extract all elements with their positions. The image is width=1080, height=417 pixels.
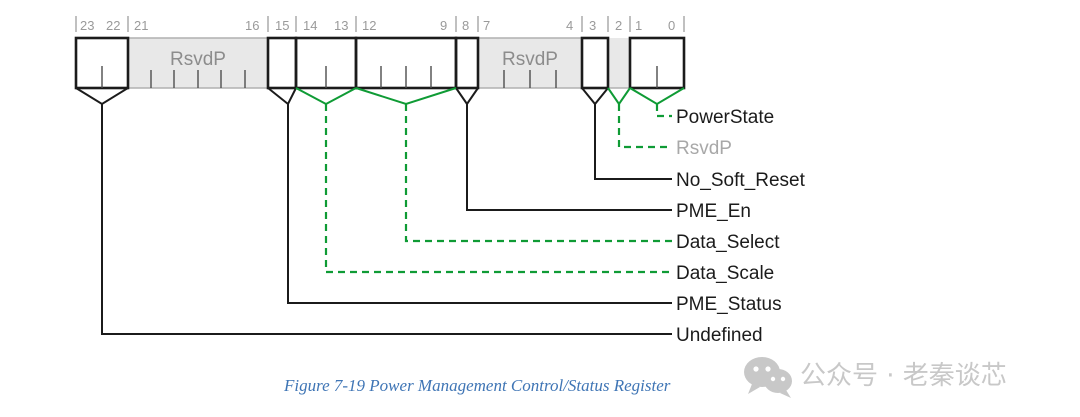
bracket-power-state (629, 87, 685, 106)
bit-number-1: 1 (635, 18, 642, 33)
bit-number-row: 23 22 21 16 15 14 13 12 9 8 7 4 3 2 1 0 (75, 16, 685, 33)
leader-pme-en (466, 104, 672, 211)
bit-number-7: 7 (483, 18, 490, 33)
bracket-undefined (75, 87, 129, 106)
bit-number-9: 9 (440, 18, 447, 33)
watermark: 公众号 · 老秦谈芯 (744, 357, 1007, 398)
callout-labels: PowerState RsvdP No_Soft_Reset PME_En Da… (676, 107, 806, 346)
leader-rsvdp-bit2 (617, 104, 672, 149)
callout-label-pme-en: PME_En (676, 201, 751, 222)
callout-label-pme-status: PME_Status (676, 294, 782, 315)
bit-number-15: 15 (275, 18, 289, 33)
callout-label-undefined: Undefined (676, 325, 763, 346)
leader-power-state (655, 104, 672, 118)
bracket-rsvdp-bit2 (607, 87, 631, 106)
bit-number-14: 14 (303, 18, 317, 33)
callout-label-data-scale: Data_Scale (676, 263, 774, 284)
bit-number-3: 3 (589, 18, 596, 33)
bit-number-2: 2 (615, 18, 622, 33)
figure-caption: Figure 7-19 Power Management Control/Sta… (283, 376, 671, 395)
callout-label-rsvdp-bit2: RsvdP (676, 138, 732, 159)
leader-no-soft-reset (594, 104, 672, 180)
field-pme-en-box (454, 36, 480, 90)
leader-data-select (404, 104, 672, 243)
bit-number-22: 22 (106, 18, 120, 33)
wechat-icon (744, 357, 792, 398)
bracket-data-scale (295, 87, 357, 106)
leader-data-scale (324, 104, 672, 274)
field-brackets (75, 87, 685, 106)
callout-label-no-soft-reset: No_Soft_Reset (676, 170, 806, 191)
bit-number-4: 4 (566, 18, 573, 33)
callout-label-power-state: PowerState (676, 107, 774, 128)
field-rsvdp-bit2-fill (608, 38, 630, 88)
bit-number-16: 16 (245, 18, 259, 33)
watermark-text: 公众号 · 老秦谈芯 (800, 361, 1007, 391)
bit-number-13: 13 (334, 18, 348, 33)
bit-number-23: 23 (80, 18, 94, 33)
bit-number-8: 8 (462, 18, 469, 33)
register-strip (76, 37, 684, 89)
field-label-rsvdp-hi: RsvdP (170, 49, 226, 70)
bracket-data-select (355, 87, 457, 106)
bracket-pme-en (455, 87, 479, 106)
field-no-soft-reset-box (580, 36, 610, 90)
leader-pme-status (287, 104, 672, 304)
bit-number-0: 0 (668, 18, 675, 33)
field-label-rsvdp-lo: RsvdP (502, 49, 558, 70)
leader-undefined (101, 104, 672, 335)
callout-leaders (101, 104, 672, 335)
bit-ticks (101, 66, 658, 88)
bracket-pme-status (267, 87, 297, 106)
bit-number-12: 12 (362, 18, 376, 33)
callout-label-data-select: Data_Select (676, 232, 780, 253)
bit-number-21: 21 (134, 18, 148, 33)
bracket-no-soft-reset (581, 87, 609, 106)
